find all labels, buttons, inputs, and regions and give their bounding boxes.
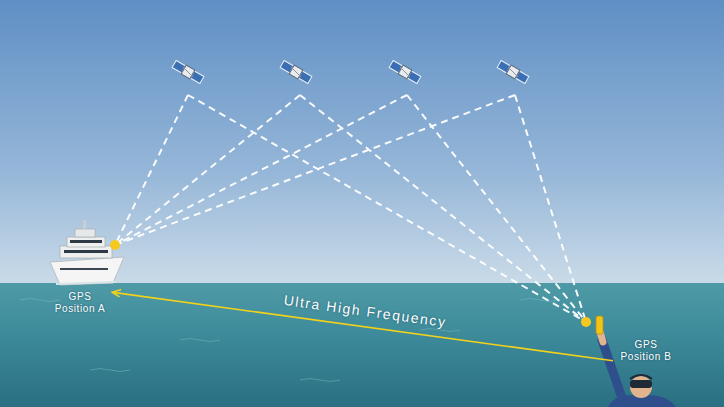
diver [596,316,676,407]
yacht [50,220,124,285]
position-text: GPS Position A [50,291,110,315]
sky [0,0,724,284]
uhf-link [113,292,613,360]
position-label: GPS Position A [47,289,113,317]
satellites [172,61,529,84]
position-label: GPS Position B [613,337,679,365]
gps-point-b [581,317,591,327]
gps-point-a [110,240,120,250]
sea [0,283,724,407]
satellite-signals [115,95,586,322]
position-text: GPS Position B [616,339,676,363]
